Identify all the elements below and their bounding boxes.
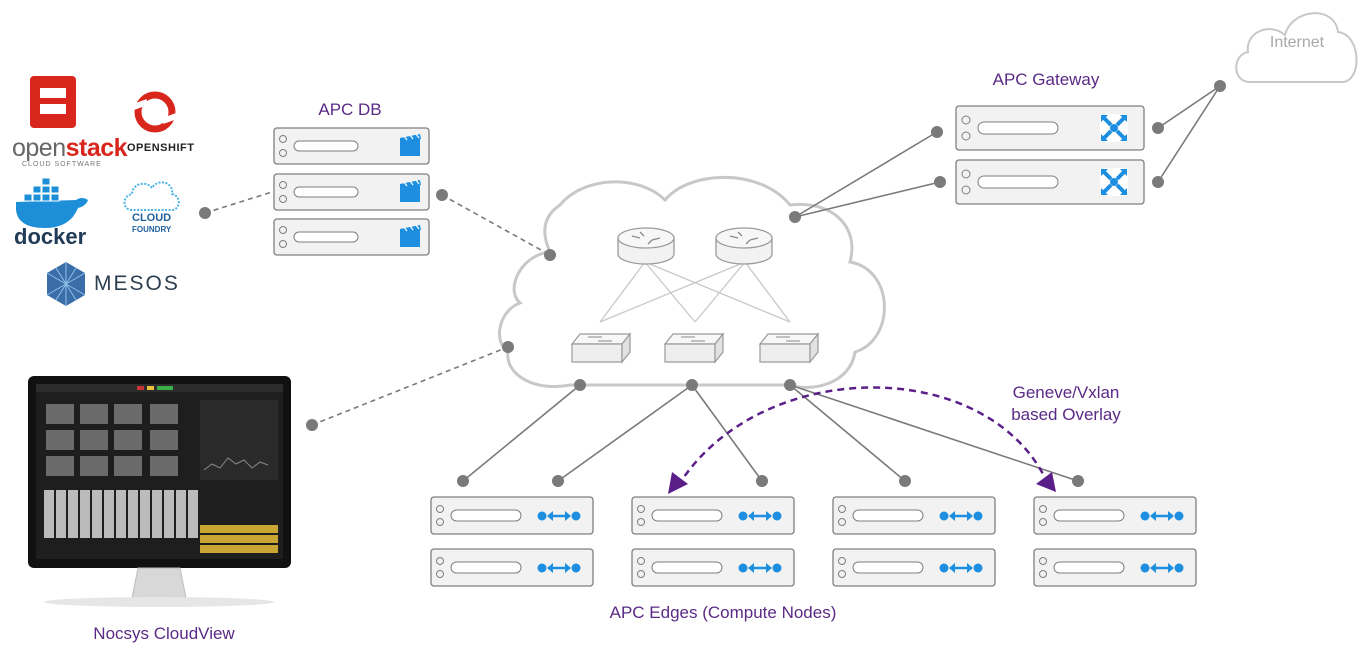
db-server (273, 127, 430, 165)
bidirectional-arrow-icon (537, 563, 581, 573)
openstack-wordmark: openstack (12, 134, 128, 163)
edge-server (1033, 548, 1197, 587)
edge-server (832, 496, 996, 535)
switch-icon (663, 332, 725, 364)
db-server (273, 173, 430, 211)
edge-server (430, 548, 594, 587)
fabric-mesh (599, 261, 791, 323)
link-db-left (204, 191, 273, 214)
openshift-wordmark: OPENSHIFT (127, 142, 195, 154)
router-icon (617, 227, 675, 265)
openstack-open-text: open (12, 134, 66, 162)
openshift-logo (129, 91, 181, 133)
mesos-logo (46, 262, 86, 306)
apc-edges-label: APC Edges (Compute Nodes) (609, 603, 837, 622)
edge-servers (430, 496, 1197, 587)
link-edge1 (462, 384, 581, 482)
film-clapper-icon (400, 133, 421, 156)
link-gw2 (794, 181, 941, 218)
cloudview-label: Nocsys CloudView (93, 624, 235, 643)
gateway-cross-arrows-icon (1100, 114, 1128, 142)
gateway-cross-arrows-icon (1100, 168, 1128, 196)
film-clapper-icon (400, 224, 421, 247)
internet-label: Internet (1269, 34, 1325, 51)
cloudfoundry-line1: CLOUD (132, 212, 172, 224)
monitor-icon (28, 376, 291, 607)
bidirectional-arrow-icon (1140, 563, 1184, 573)
bidirectional-arrow-icon (939, 563, 983, 573)
overlay-label-line2: based Overlay (1011, 405, 1121, 424)
edge-server (832, 548, 996, 587)
overlay-arrow (668, 386, 1056, 494)
bidirectional-arrow-icon (1140, 511, 1184, 521)
openstack-stack-text: stack (65, 134, 128, 162)
apc-gateway-label: APC Gateway (992, 70, 1100, 89)
bidirectional-arrow-icon (939, 511, 983, 521)
docker-wordmark: docker (14, 224, 87, 249)
edge-server (631, 496, 795, 535)
overlay-label-line1: Geneve/Vxlan (1012, 383, 1120, 402)
link-gw2-internet (1157, 85, 1221, 183)
gateway-server (955, 159, 1145, 205)
apc-db-label: APC DB (318, 100, 382, 119)
link-edge4 (789, 384, 1079, 482)
bidirectional-arrow-icon (537, 511, 581, 521)
gateway-server (955, 105, 1145, 151)
link-gw1 (794, 131, 938, 218)
cloudfoundry-logo (123, 181, 180, 211)
openstack-logo (30, 76, 76, 128)
db-server (273, 218, 430, 256)
link-db-cloud (441, 194, 551, 256)
film-clapper-icon (400, 179, 421, 202)
internet-cloud-icon (1235, 12, 1358, 83)
switch-icon (570, 332, 632, 364)
cloudfoundry-line2: FOUNDRY (132, 225, 172, 234)
openstack-subtitle: CLOUD SOFTWARE (22, 161, 102, 168)
edge-server (1033, 496, 1197, 535)
link-edge2a (557, 384, 693, 482)
router-icon (715, 227, 773, 265)
edge-server (430, 496, 594, 535)
edge-server (631, 548, 795, 587)
switch-icon (758, 332, 820, 364)
link-endpoints (199, 80, 1226, 487)
bidirectional-arrow-icon (738, 563, 782, 573)
mesos-wordmark: MESOS (94, 272, 180, 295)
link-edge3 (789, 384, 906, 482)
link-cloudview-cloud (311, 346, 509, 426)
bidirectional-arrow-icon (738, 511, 782, 521)
docker-logo (16, 177, 88, 228)
link-gw1-internet (1157, 85, 1221, 129)
